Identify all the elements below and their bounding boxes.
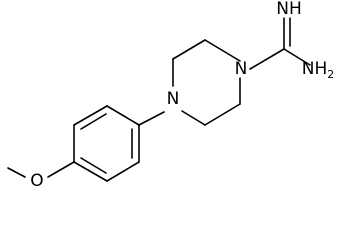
- bond-ring-c3-c4: [204, 103, 241, 126]
- amine-nh-label: NH: [302, 59, 328, 79]
- piperazine-n4-label: N: [167, 89, 180, 109]
- ether-oxygen-label: O: [30, 171, 43, 191]
- bond-ring-n1-c1: [204, 39, 241, 62]
- chemical-structure: NH NH2 N N O: [7, 0, 335, 191]
- bond-n4-phenyl: [138, 111, 165, 126]
- amine-nh2-label: NH2: [302, 59, 335, 81]
- bond-amidine-c-amine: [283, 48, 311, 66]
- bond-benzene-4-5: [73, 161, 108, 182]
- imine-nh-label: NH: [276, 0, 302, 19]
- bond-benzene-inner-b: [80, 157, 107, 174]
- bond-amidine-c-n1: [249, 48, 285, 70]
- piperazine-n1-label: N: [235, 59, 248, 79]
- bond-ring-n4-c3: [181, 110, 206, 126]
- bond-benzene-2-3: [73, 105, 108, 126]
- bond-benzene-5-6: [106, 161, 140, 182]
- amine-subscript: 2: [327, 68, 334, 81]
- bond-oxygen-methyl: [7, 167, 26, 178]
- bond-benzene-inner-a: [80, 113, 107, 130]
- bond-ring-c1-c2: [172, 39, 206, 60]
- bond-benzene-1-2: [106, 105, 140, 126]
- bond-ring-oxygen: [47, 161, 75, 178]
